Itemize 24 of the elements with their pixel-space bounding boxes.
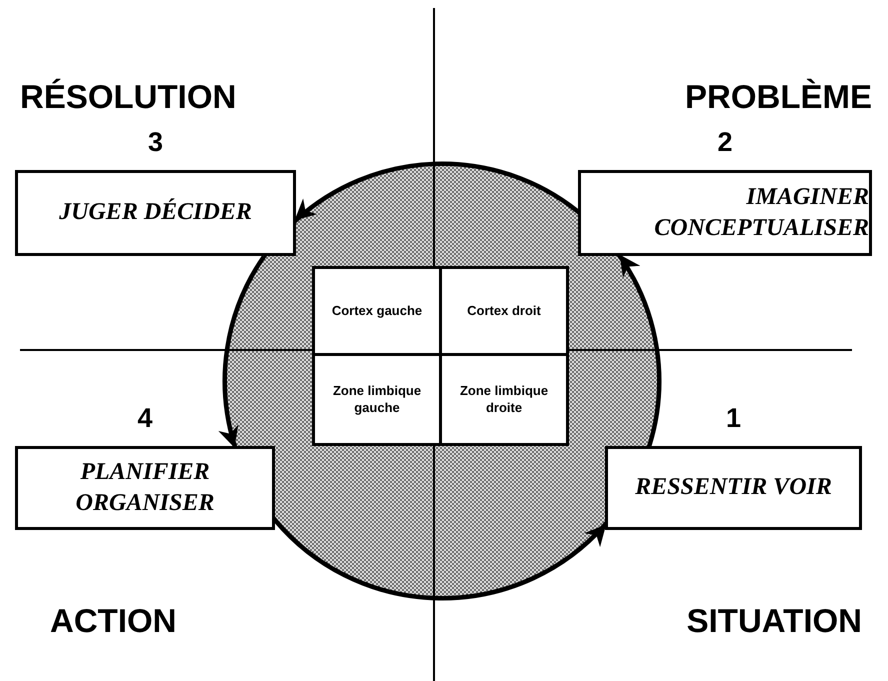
brain-region <box>312 353 442 446</box>
step-number: 4 <box>136 403 154 434</box>
step-label: PLANIFIER ORGANISER <box>74 458 216 518</box>
quadrant-label: PROBLÈME <box>684 78 872 116</box>
brain-region <box>439 353 569 446</box>
quadrant-label: ACTION <box>50 602 176 640</box>
cycle-arrow <box>219 256 264 448</box>
region-label: Cortex gauche <box>332 302 422 320</box>
quadrant-label: RÉSOLUTION <box>20 78 236 116</box>
cycle-arrow <box>620 254 662 446</box>
brain-region <box>312 266 442 356</box>
brain-region <box>439 266 569 356</box>
step-number: 3 <box>146 127 164 158</box>
region-label: Zone limbique droite <box>458 382 550 416</box>
step-label: JUGER DÉCIDER <box>59 197 252 228</box>
step-number: 2 <box>716 127 734 158</box>
cycle-arrow <box>274 520 606 600</box>
cycle-arrow <box>294 162 579 220</box>
quadrant-label: SITUATION <box>686 602 862 640</box>
region-label: Cortex droit <box>467 302 541 320</box>
step-label: IMAGINER CONCEPTUALISER <box>653 182 869 243</box>
step-label: RESSENTIR VOIR <box>635 473 832 502</box>
region-label: Zone limbique gauche <box>332 382 422 416</box>
step-number: 1 <box>724 403 742 434</box>
